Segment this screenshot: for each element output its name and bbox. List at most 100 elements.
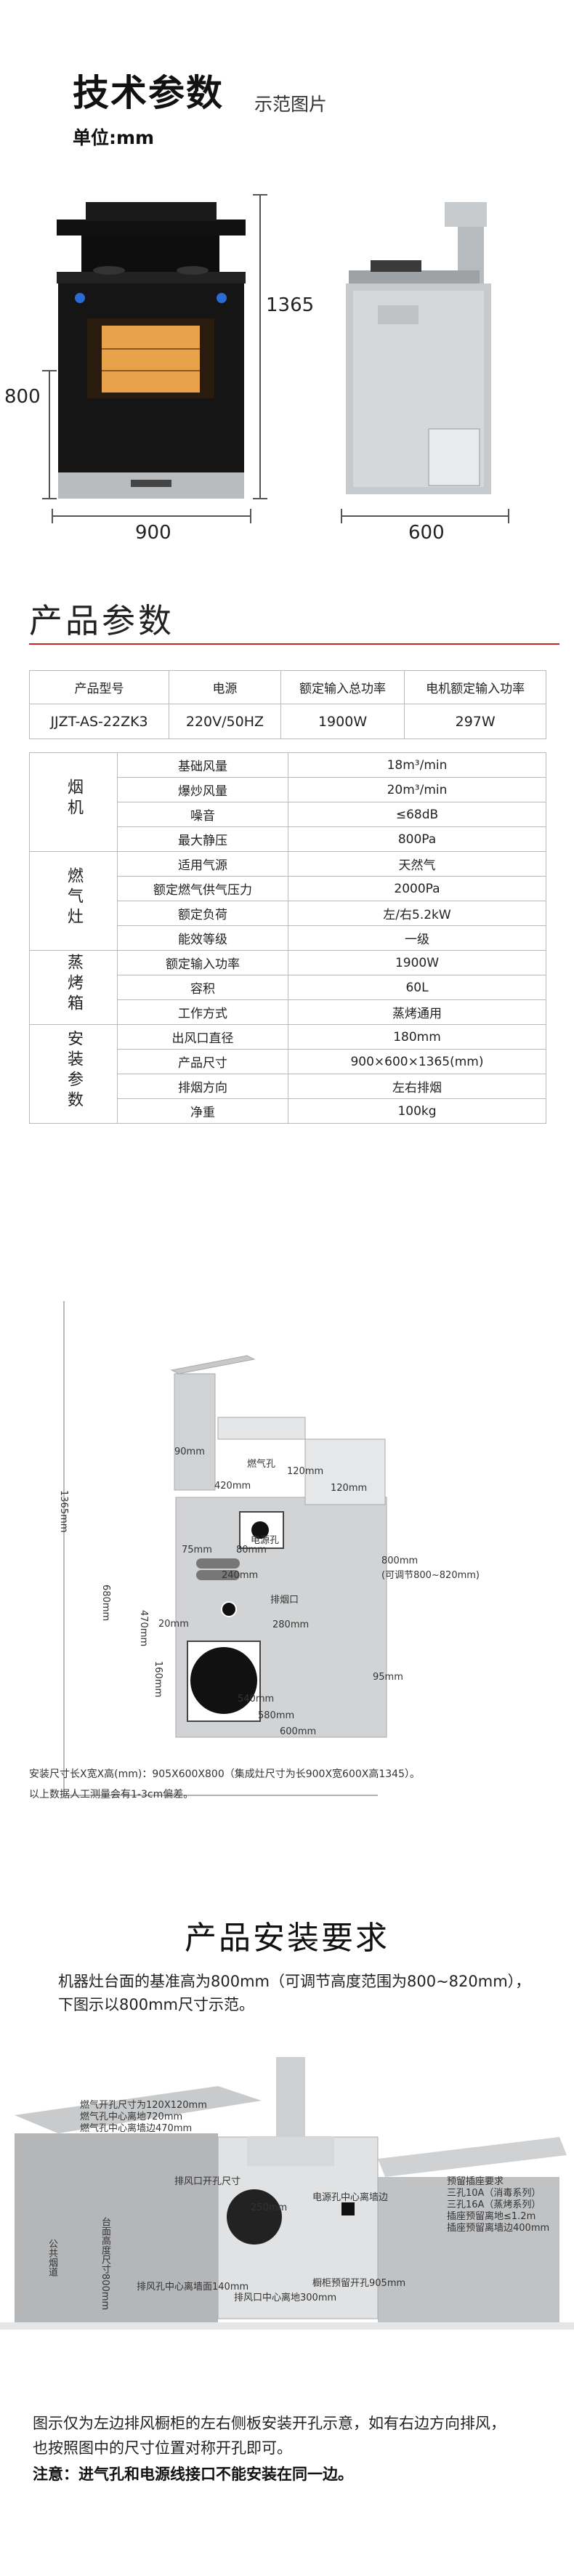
spec-label: 噪音 bbox=[117, 802, 288, 827]
spec-value: 180mm bbox=[288, 1024, 546, 1050]
callout-gas-size: 燃气开孔尺寸为120X120mm bbox=[80, 2100, 207, 2111]
spec-value: 蒸烤通用 bbox=[288, 999, 546, 1025]
table-row: 最大静压 800Pa bbox=[30, 826, 546, 852]
table-row: 工作方式 蒸烤通用 bbox=[30, 999, 546, 1025]
callout-socket-req: 预留插座要求 bbox=[447, 2176, 504, 2187]
spec-value: 20m³/min bbox=[288, 777, 546, 802]
header-value-row: JJZT-AS-22ZK3 220V/50HZ 1900W 297W bbox=[28, 704, 546, 739]
install-note-1: 安装尺寸长X宽X高(mm)：905X600X800（集成灶尺寸为长900X宽60… bbox=[29, 1768, 420, 1780]
cabinet-body bbox=[175, 1438, 387, 1738]
callout-power-center: 电源孔中心离墙边 bbox=[312, 2192, 389, 2203]
spec-value: 天然气 bbox=[288, 851, 546, 877]
cabinet-center bbox=[217, 2057, 379, 2319]
group-install: 安装参数 bbox=[29, 1024, 118, 1124]
power-hole-label: 电源孔 bbox=[251, 1535, 280, 1546]
callout-socket2: 三孔16A（蒸烤系列） bbox=[447, 2199, 541, 2210]
spec-label: 工作方式 bbox=[117, 999, 288, 1025]
spec-value: 60L bbox=[288, 975, 546, 1000]
table-row: 安装参数 出风口直径 180mm bbox=[29, 1024, 546, 1124]
dim-160: 160mm bbox=[153, 1661, 163, 1698]
callout-gas-center2: 燃气孔中心离墙边470mm bbox=[80, 2123, 193, 2134]
dim-20: 20mm bbox=[158, 1619, 189, 1630]
spec-label: 容积 bbox=[117, 975, 288, 1000]
params-divider bbox=[29, 643, 559, 645]
callout-cabinet-w: 橱柜预留开孔905mm bbox=[312, 2278, 406, 2289]
counter-left bbox=[15, 2086, 262, 2322]
dimension-lines bbox=[42, 194, 509, 523]
spec-value: 900×600×1365(mm) bbox=[288, 1049, 546, 1074]
table-row: 额定燃气供气压力 2000Pa bbox=[30, 876, 546, 901]
table-row: 蒸烤箱 额定输入功率 1900W bbox=[29, 950, 546, 1025]
table-row: 净重 100kg bbox=[30, 1098, 546, 1124]
elevation-lines bbox=[63, 1301, 378, 1796]
spec-value: 800Pa bbox=[288, 826, 546, 852]
model-value: JJZT-AS-22ZK3 bbox=[28, 704, 170, 739]
callout-exhaust-center: 排风孔中心离墙面140mm bbox=[137, 2282, 249, 2293]
params-spec-table: 烟机 基础风量 18m³/min 爆炒风量 20m³/min 噪音 ≤68dB … bbox=[29, 752, 546, 1124]
dim-80: 80mm bbox=[236, 1545, 267, 1555]
dim-470: 470mm bbox=[138, 1610, 149, 1647]
install-req-line2: 下图示以800mm尺寸示范。 bbox=[58, 1996, 254, 2013]
spec-value: 左/右5.2kW bbox=[288, 901, 546, 926]
install-req-line1: 机器灶台面的基准高为800mm（可调节高度范围为800~820mm）， bbox=[58, 1973, 531, 1990]
callout-socket4: 插座预留离墙边400mm bbox=[447, 2223, 550, 2234]
spec-value: 一级 bbox=[288, 925, 546, 951]
dim-420: 420mm bbox=[214, 1481, 251, 1492]
group-hood: 烟机 bbox=[29, 752, 118, 852]
table-row: 燃气灶 适用气源 天然气 bbox=[29, 851, 546, 951]
dim-height-body: 800 bbox=[4, 386, 41, 408]
header-cell: 额定输入总功率 bbox=[280, 670, 405, 704]
spec-value: 2000Pa bbox=[288, 876, 546, 901]
callout-gas-center: 燃气孔中心离地720mm bbox=[80, 2112, 183, 2122]
header-cell: 产品型号 bbox=[28, 670, 170, 704]
group-label: 蒸烤箱 bbox=[65, 954, 83, 1015]
callout-exhaust-size: 排风口开孔尺寸 bbox=[174, 2176, 241, 2187]
gas-hole-label: 燃气孔 bbox=[247, 1459, 276, 1470]
table-row: 能效等级 一级 bbox=[30, 925, 546, 951]
callout-exhaust-ground: 排风口中心离地300mm bbox=[234, 2293, 337, 2303]
callout-counter-h: 台面高度尺寸800mm bbox=[100, 2217, 110, 2311]
spec-label: 净重 bbox=[117, 1098, 288, 1124]
callout-socket3: 插座预留离地≤1.2m bbox=[447, 2211, 536, 2222]
dim-580: 580mm bbox=[258, 1710, 295, 1721]
spec-label: 适用气源 bbox=[117, 851, 288, 877]
dim-280: 280mm bbox=[272, 1619, 310, 1630]
dim-800: 800mm bbox=[381, 1555, 419, 1566]
spec-value: 1900W bbox=[288, 950, 546, 975]
header-cell: 电源 bbox=[169, 670, 281, 704]
callout-socket1: 三孔10A（消毒系列） bbox=[447, 2188, 541, 2199]
total-power-value: 1900W bbox=[280, 704, 405, 739]
callout-250: 250mm bbox=[251, 2202, 288, 2213]
header-cell: 电机额定输入功率 bbox=[404, 670, 546, 704]
dim-120-h: 120mm bbox=[331, 1483, 368, 1494]
motor-power-value: 297W bbox=[404, 704, 546, 739]
params-title: 产品参数 bbox=[29, 601, 174, 640]
tech-subtitle: 示范图片 bbox=[254, 94, 328, 115]
tech-title: 技术参数 bbox=[73, 72, 224, 114]
dim-680: 680mm bbox=[100, 1585, 111, 1622]
counter-right bbox=[378, 2137, 567, 2322]
install-foot-1: 图示仅为左边排风橱柜的左右侧板安装开孔示意，如有右边方向排风， bbox=[33, 2415, 506, 2432]
dim-90: 90mm bbox=[174, 1446, 205, 1457]
spec-label: 出风口直径 bbox=[117, 1024, 288, 1050]
floor bbox=[0, 2322, 574, 2330]
hood-column bbox=[170, 1355, 306, 1491]
header-row: 产品型号 电源 额定输入总功率 电机额定输入功率 bbox=[28, 670, 546, 704]
spec-value: ≤68dB bbox=[288, 802, 546, 827]
side-view-cooker bbox=[346, 202, 491, 494]
install-foot-2: 也按照图中的尺寸位置对称开孔即可。 bbox=[33, 2439, 292, 2457]
table-row: 爆炒风量 20m³/min bbox=[30, 777, 546, 802]
install-note-2: 以上数据人工测量会有1-3cm偏差。 bbox=[29, 1789, 194, 1800]
install-req-title: 产品安装要求 bbox=[185, 1920, 389, 1957]
table-row: 额定负荷 左/右5.2kW bbox=[30, 901, 546, 926]
install-3d-illustration bbox=[0, 2057, 574, 2330]
spec-label: 额定输入功率 bbox=[117, 950, 288, 975]
front-view-cooker bbox=[57, 202, 246, 499]
dim-120-w: 120mm bbox=[287, 1466, 324, 1477]
group-label: 燃气灶 bbox=[65, 867, 83, 928]
spec-label: 额定燃气供气压力 bbox=[117, 876, 288, 901]
dim-800-note: (可调节800~820mm) bbox=[381, 1570, 480, 1581]
dim-width-front: 900 bbox=[135, 522, 171, 544]
spec-value: 100kg bbox=[288, 1098, 546, 1124]
group-label: 烟机 bbox=[65, 778, 83, 819]
